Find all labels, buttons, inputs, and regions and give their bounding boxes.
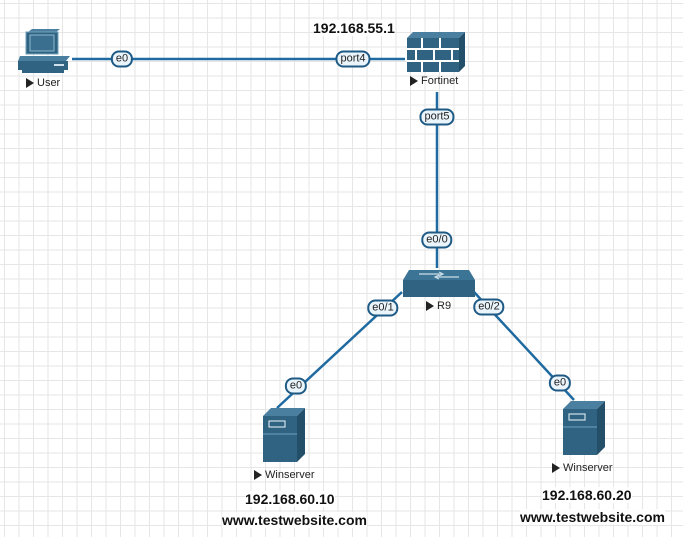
port-label-fortinet-port5[interactable]: port5 bbox=[419, 108, 455, 126]
server-icon bbox=[563, 401, 605, 455]
port-label-user-e0[interactable]: e0 bbox=[110, 50, 134, 68]
start-icon bbox=[426, 301, 434, 311]
node-label-winserver-2[interactable]: Winserver bbox=[552, 462, 613, 474]
port-label-winserver-2-e0[interactable]: e0 bbox=[548, 374, 572, 392]
node-r9[interactable] bbox=[403, 268, 475, 298]
node-label-fortinet[interactable]: Fortinet bbox=[410, 75, 458, 87]
start-icon bbox=[26, 78, 34, 88]
node-winserver-1[interactable] bbox=[263, 408, 305, 464]
port-label-fortinet-port4[interactable]: port4 bbox=[335, 50, 371, 68]
annotation-winserver-1-site: www.testwebsite.com bbox=[222, 512, 367, 528]
server-icon bbox=[263, 408, 305, 462]
node-fortinet[interactable] bbox=[405, 30, 465, 73]
computer-icon bbox=[18, 29, 70, 73]
annotation-winserver-1-ip: 192.168.60.10 bbox=[245, 491, 335, 507]
start-icon bbox=[410, 76, 418, 86]
node-winserver-2[interactable] bbox=[563, 401, 605, 457]
node-label-r9[interactable]: R9 bbox=[426, 300, 451, 312]
switch-icon bbox=[403, 270, 475, 297]
annotation-fortinet-ip: 192.168.55.1 bbox=[313, 20, 395, 36]
port-label-winserver-1-e0[interactable]: e0 bbox=[284, 377, 308, 395]
port-label-r9-e0-1[interactable]: e0/1 bbox=[367, 299, 399, 317]
firewall-icon bbox=[407, 32, 465, 72]
port-label-r9-e0-0[interactable]: e0/0 bbox=[421, 231, 453, 249]
start-icon bbox=[254, 470, 262, 480]
port-label-r9-e0-2[interactable]: e0/2 bbox=[473, 298, 505, 316]
node-label-winserver-1[interactable]: Winserver bbox=[254, 469, 315, 481]
node-user[interactable] bbox=[16, 28, 74, 74]
start-icon bbox=[552, 463, 560, 473]
annotation-winserver-2-ip: 192.168.60.20 bbox=[542, 487, 632, 503]
node-label-user[interactable]: User bbox=[26, 77, 60, 89]
annotation-winserver-2-site: www.testwebsite.com bbox=[520, 509, 665, 525]
